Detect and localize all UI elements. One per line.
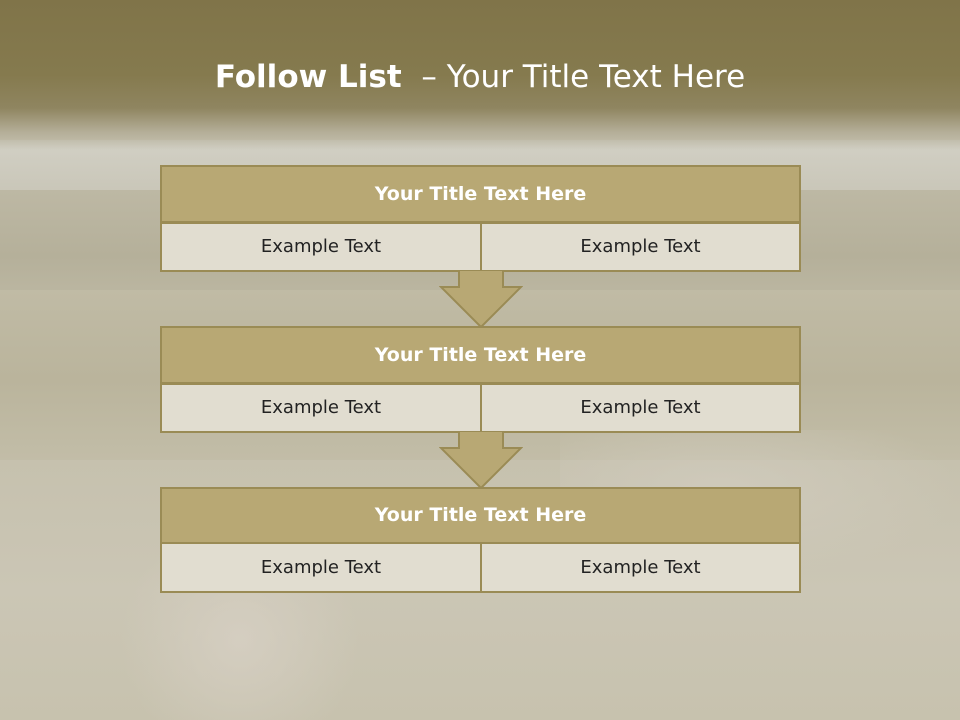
step-box-1: Your Title Text Here Example Text Exampl… [160,165,801,272]
step-2-title: Your Title Text Here [160,326,801,384]
step-3-right-text: Example Text [480,542,801,593]
slide-title-rest: – Your Title Text Here [401,59,746,95]
step-box-2: Your Title Text Here Example Text Exampl… [160,326,801,433]
step-3-title: Your Title Text Here [160,487,801,544]
step-2-left-text: Example Text [160,383,482,433]
step-2-right-text: Example Text [480,383,801,433]
down-arrow-icon [439,431,523,489]
down-arrow-icon [439,270,523,328]
step-box-3: Your Title Text Here Example Text Exampl… [160,487,801,593]
step-3-left-text: Example Text [160,542,482,593]
header-band [0,0,960,150]
step-1-left-text: Example Text [160,222,482,272]
step-1-title: Your Title Text Here [160,165,801,223]
slide-title-bold: Follow List [214,59,402,95]
slide-title: Follow List – Your Title Text Here [0,52,960,102]
step-1-right-text: Example Text [480,222,801,272]
